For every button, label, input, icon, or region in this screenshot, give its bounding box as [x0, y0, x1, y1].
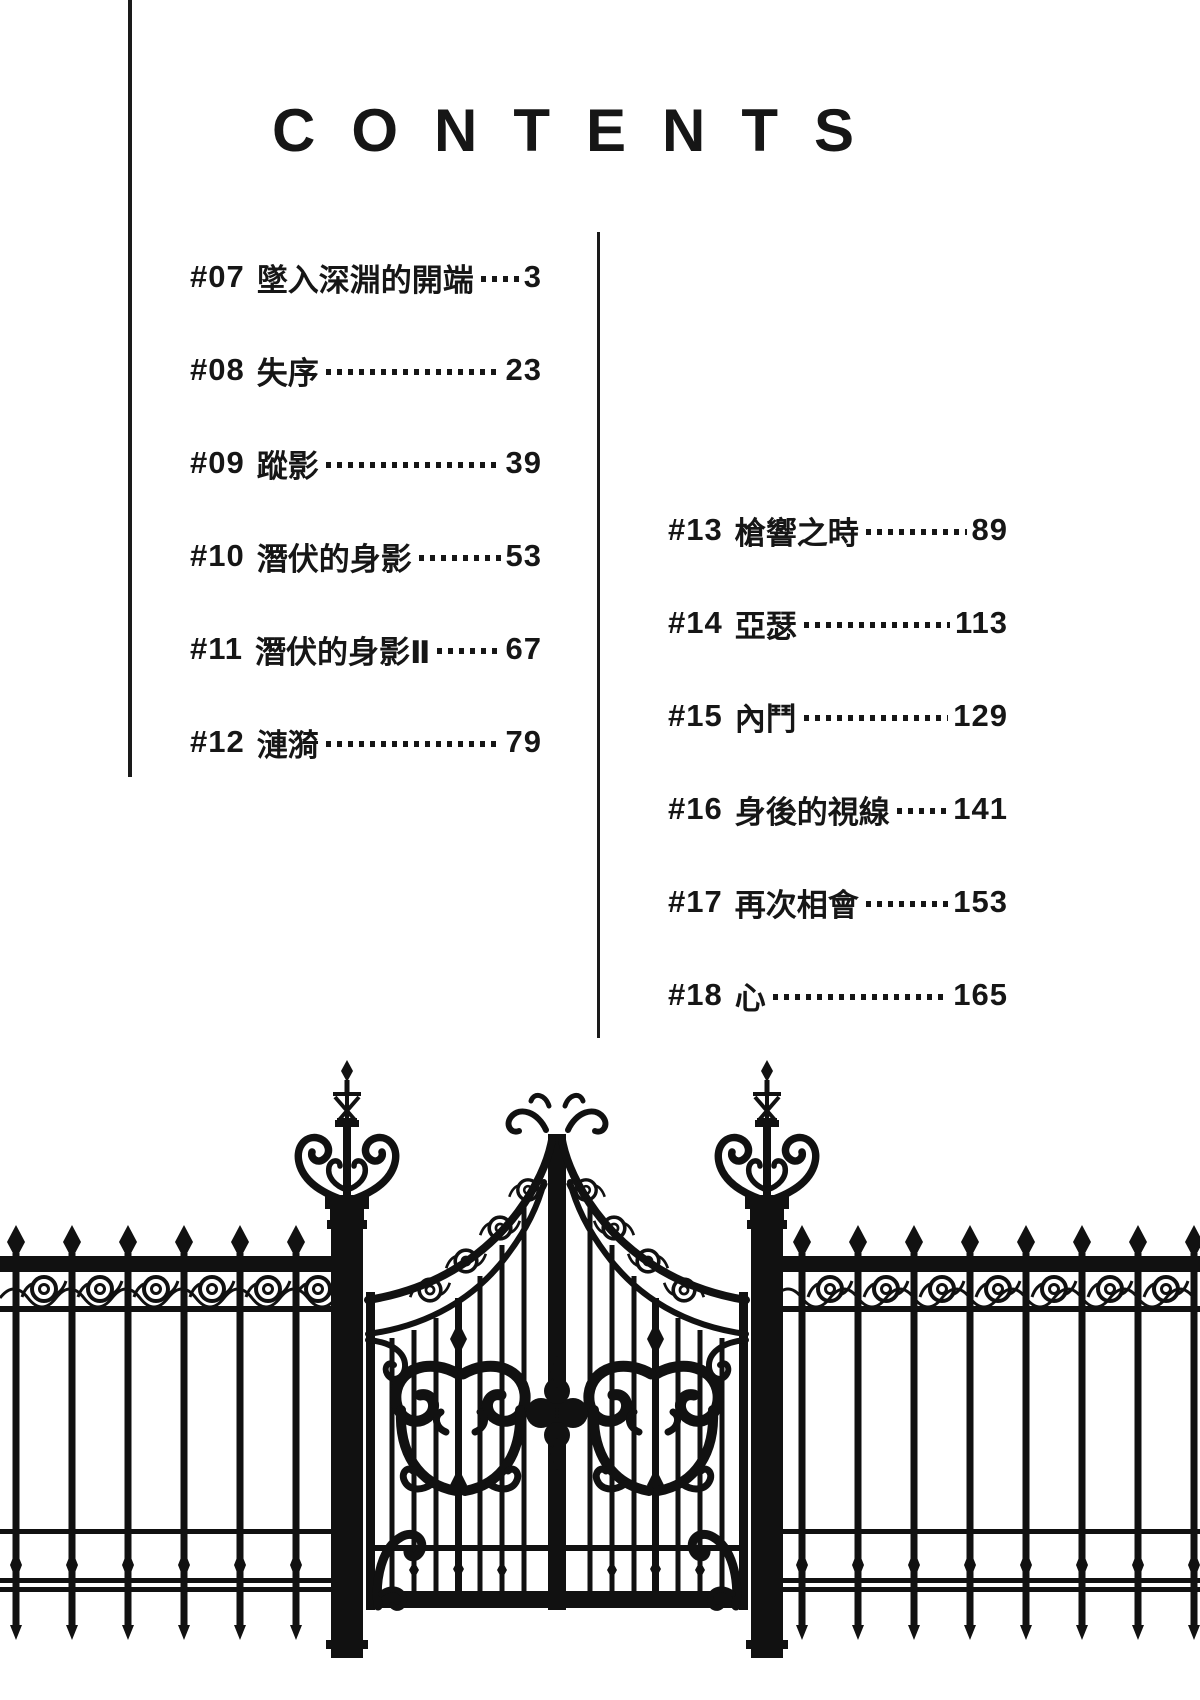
dot-leader [896, 807, 949, 814]
chapter-title: 墜入深淵的開端 [256, 262, 474, 298]
dot-leader [325, 461, 501, 468]
chapter-title: 漣漪 [256, 727, 319, 763]
dot-leader [865, 528, 967, 535]
chapter-title: 蹤影 [256, 448, 319, 484]
page-number: 67 [505, 631, 542, 666]
dot-leader [803, 714, 949, 721]
chapter-title: 亞瑟 [734, 608, 797, 644]
chapter-number: #10 [190, 538, 245, 573]
fence-left [0, 1225, 342, 1640]
dot-leader [803, 621, 950, 628]
chapter-number: #13 [668, 512, 723, 547]
chapter-title: 心 [734, 980, 766, 1016]
chapter-number: #09 [190, 445, 245, 480]
chapter-title: 潛伏的身影 [256, 541, 412, 577]
page-number: 3 [523, 259, 542, 294]
dot-leader [480, 275, 519, 282]
toc-entry: #09 蹤影 39 [190, 445, 542, 484]
page-number: 89 [971, 512, 1008, 547]
toc-entry: #14 亞瑟 113 [668, 605, 1008, 644]
dot-leader [865, 900, 949, 907]
dot-leader [325, 368, 501, 375]
chapter-number: #18 [668, 977, 723, 1012]
page-number: 23 [505, 352, 542, 387]
page-number: 153 [953, 884, 1008, 919]
toc-entry: #18 心 165 [668, 977, 1008, 1016]
dot-leader [772, 993, 949, 1000]
toc-entry: #08 失序 23 [190, 352, 542, 391]
page-number: 53 [505, 538, 542, 573]
gate-illustration [0, 1040, 1200, 1700]
chapter-number: #15 [668, 698, 723, 733]
left-vertical-rule [128, 0, 132, 777]
chapter-title: 失序 [256, 355, 319, 391]
toc-entry: #10 潛伏的身影 53 [190, 538, 542, 577]
toc-entry: #17 再次相會 153 [668, 884, 1008, 923]
toc-entry: #16 身後的視線 141 [668, 791, 1008, 830]
column-divider-rule [597, 232, 600, 1038]
page-number: 113 [954, 605, 1008, 640]
toc-column-left: #07 墜入深淵的開端 3 #08 失序 23 #09 蹤影 39 #10 潛伏的身影 53 #… [190, 259, 542, 763]
chapter-number: #14 [668, 605, 723, 640]
dot-leader [325, 740, 501, 747]
chapter-number: #08 [190, 352, 245, 387]
chapter-title: 再次相會 [734, 887, 859, 923]
page-number: 165 [953, 977, 1008, 1012]
chapter-title: 槍響之時 [734, 515, 859, 551]
toc-entry: #07 墜入深淵的開端 3 [190, 259, 542, 298]
toc-entry: #11 潛伏的身影Ⅱ 67 [190, 631, 542, 670]
chapter-title: 潛伏的身影Ⅱ [255, 634, 431, 670]
chapter-number: #12 [190, 724, 245, 759]
chapter-number: #11 [190, 631, 244, 666]
dot-leader [437, 647, 501, 654]
chapter-number: #07 [190, 259, 245, 294]
page-title: CONTENTS [272, 97, 890, 164]
toc-entry: #13 槍響之時 89 [668, 512, 1008, 551]
page-number: 141 [953, 791, 1008, 826]
fence-right [772, 1225, 1200, 1640]
chapter-number: #17 [668, 884, 723, 919]
chapter-title: 身後的視線 [734, 794, 890, 830]
gate-lock-ornament [526, 1356, 588, 1470]
toc-entry: #15 內鬥 129 [668, 698, 1008, 737]
dot-leader [418, 554, 501, 561]
page-number: 39 [505, 445, 542, 480]
page-number: 129 [953, 698, 1008, 733]
page-number: 79 [505, 724, 542, 759]
toc-entry: #12 漣漪 79 [190, 724, 542, 763]
chapter-title: 內鬥 [734, 701, 797, 737]
chapter-number: #16 [668, 791, 723, 826]
